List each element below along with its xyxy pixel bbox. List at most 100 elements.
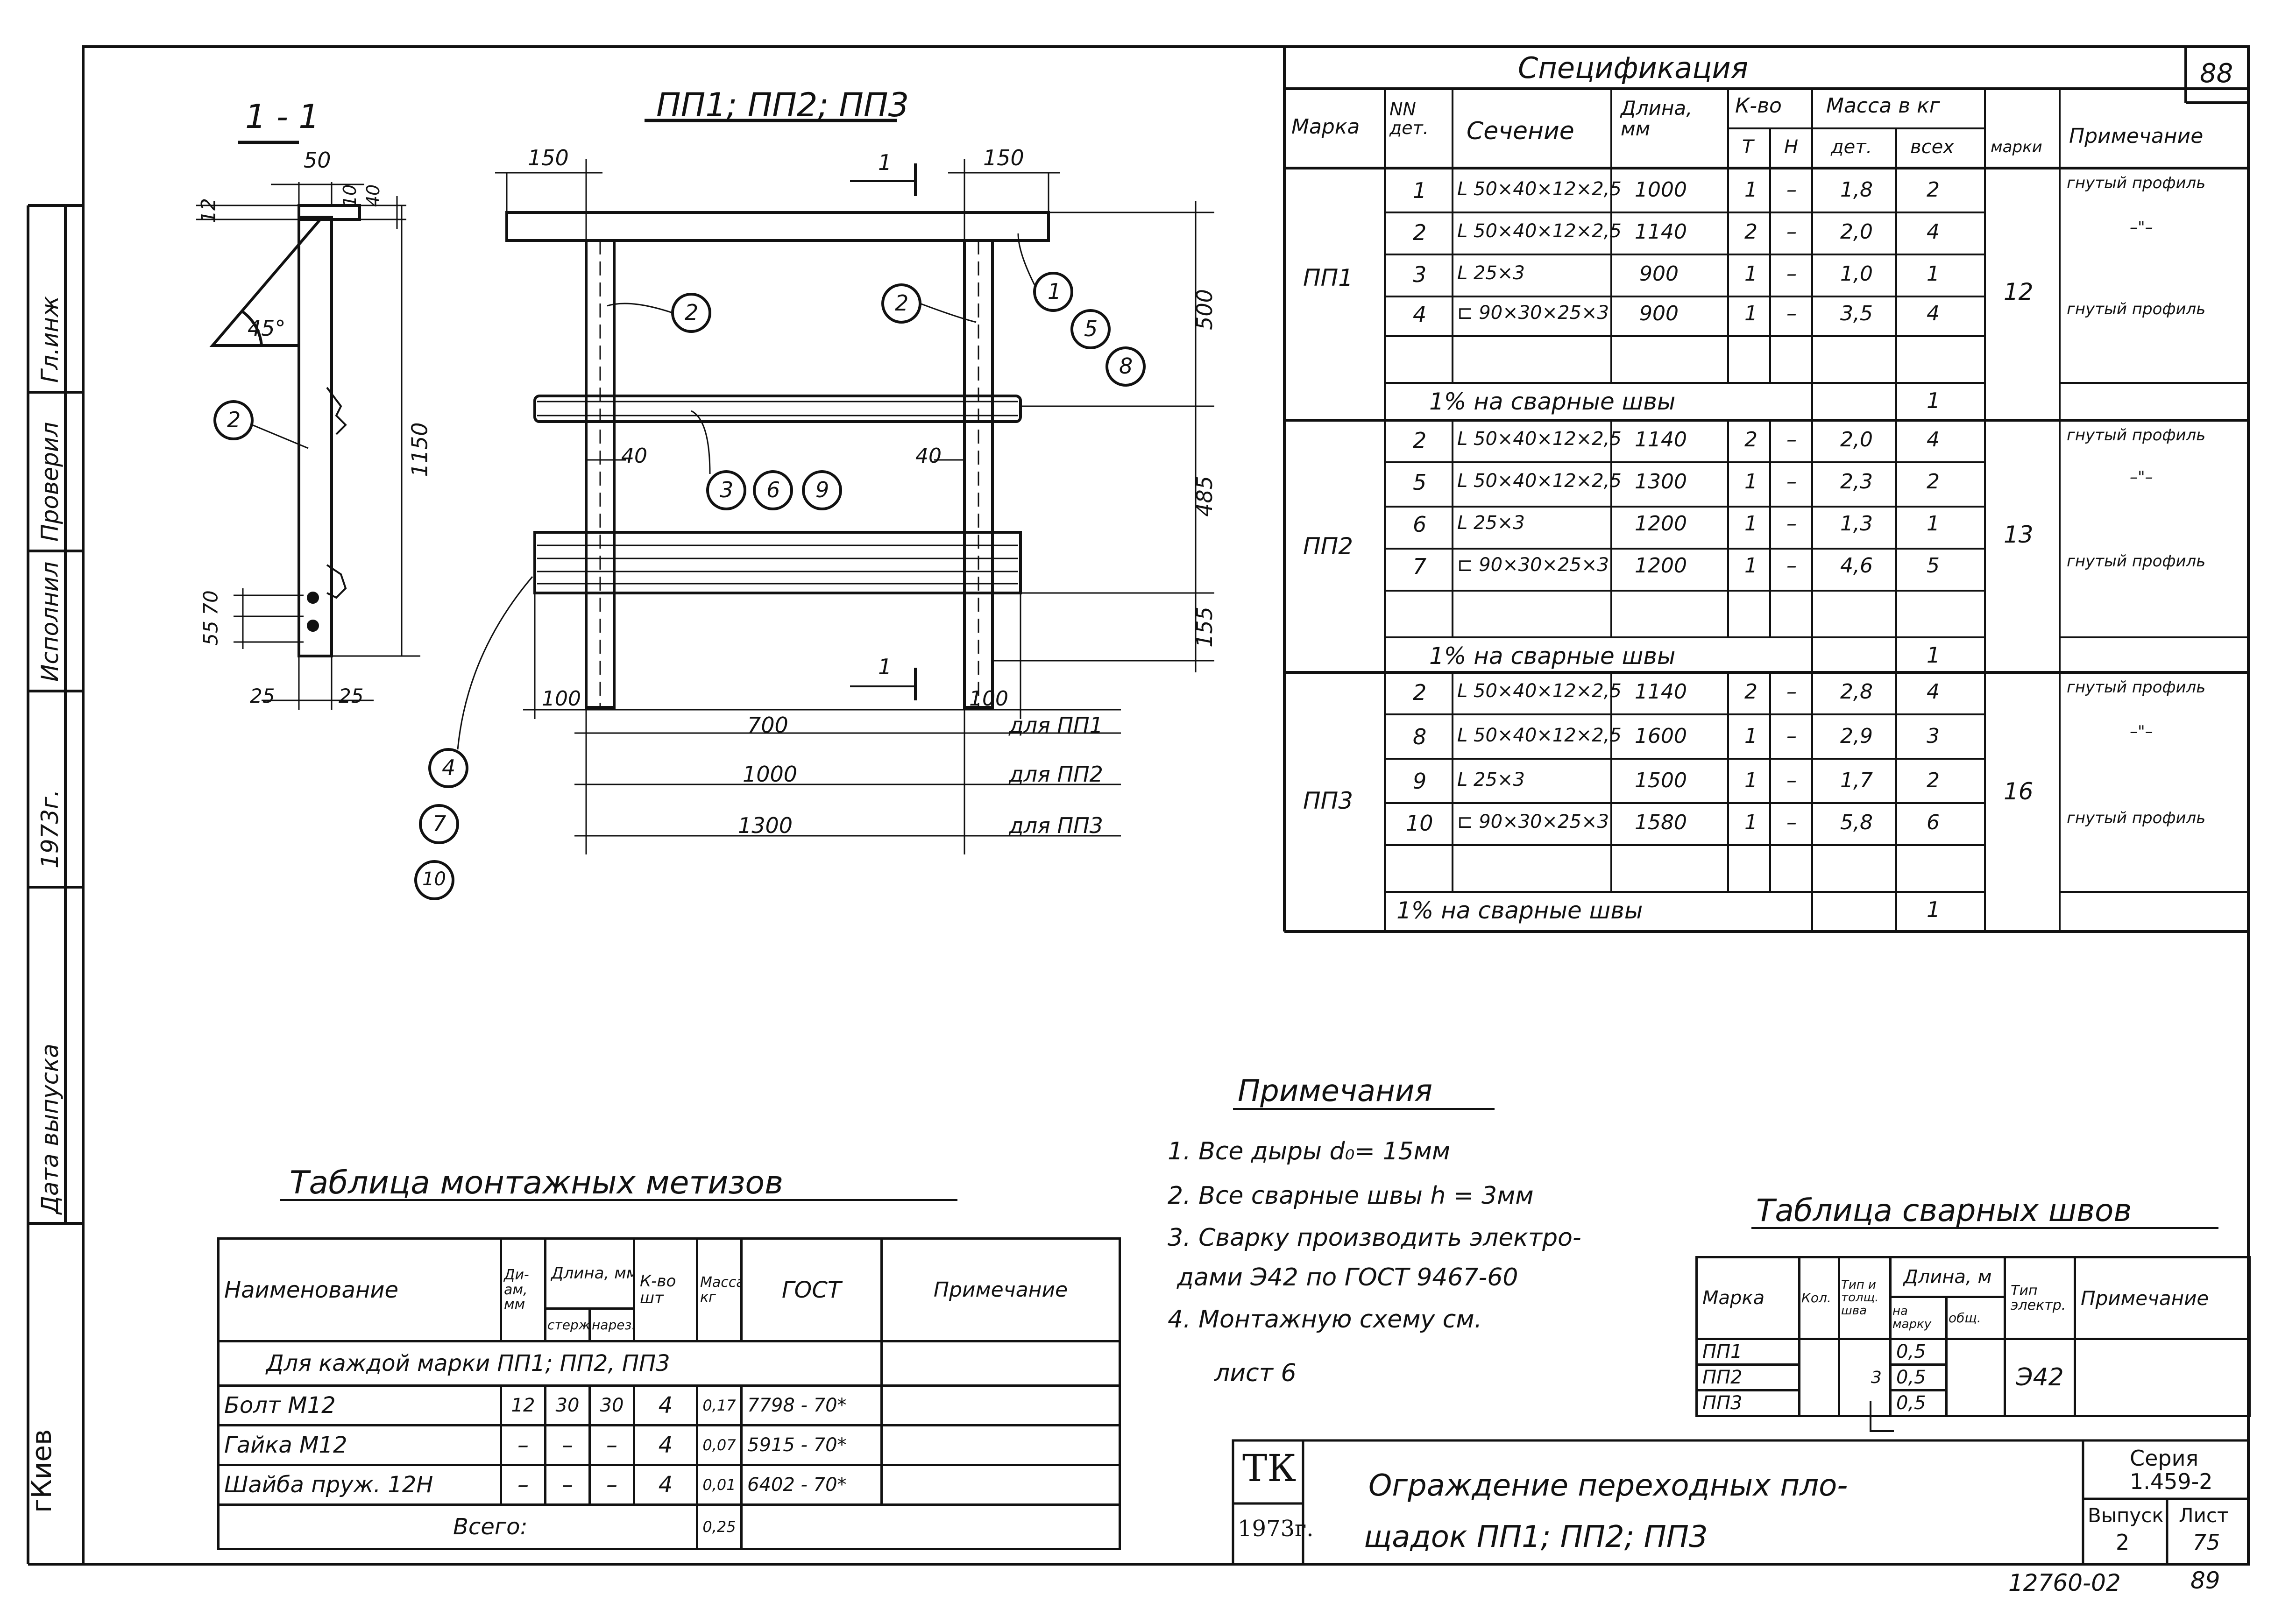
dim-40-right: 40 <box>915 444 942 468</box>
spec-g2-r3-det: 1,3 <box>1840 512 1873 536</box>
length-1300-label: для ПП3 <box>1009 813 1103 838</box>
stamp-year: 1973г. <box>1238 1516 1314 1542</box>
welds-h-qty: Кол. <box>1798 1256 1840 1340</box>
spec-h-no: NN дет. <box>1389 99 1429 138</box>
spec-g2-r3-t: 1 <box>1744 512 1757 536</box>
top-rail <box>505 211 1050 242</box>
fasteners-cell: 5915 - 70* <box>740 1424 883 1466</box>
spec-g3-r3-n: – <box>1786 769 1797 792</box>
welds-cell <box>1798 1338 1840 1417</box>
welds-h-note: Примечание <box>2074 1256 2251 1340</box>
spec-h-mark: Марка <box>1291 115 1360 139</box>
elevation-title: ПП1; ПП2; ПП3 <box>656 86 909 124</box>
callout-5: 5 <box>1084 316 1098 341</box>
fasteners-cell: – <box>544 1424 591 1466</box>
callout-10: 10 <box>422 868 446 890</box>
callout-1: 1 <box>1048 279 1062 304</box>
spec-g2-r1-note: гнутый профиль <box>2067 426 2206 445</box>
welds-electrode: Э42 <box>2004 1338 2076 1417</box>
spec-g3-r2-no: 8 <box>1413 724 1427 749</box>
length-700-label: для ПП1 <box>1009 713 1103 738</box>
spec-h-section: Сечение <box>1467 117 1574 145</box>
spec-g2-r3-all: 1 <box>1927 512 1940 536</box>
spec-g2-r2-len: 1300 <box>1635 470 1687 494</box>
welds-cell: ПП2 <box>1695 1363 1800 1391</box>
stamp-issue-label: Выпуск <box>2088 1504 2164 1527</box>
spec-g3-r2-t: 1 <box>1744 724 1757 748</box>
fasteners-h-dia: Ди-ам, мм <box>500 1237 546 1342</box>
fasteners-subheader: Для каждой марки ПП1; ПП2, ПП3 <box>217 1340 883 1387</box>
spec-g1-r2-no: 2 <box>1413 220 1427 245</box>
dim-155: 155 <box>1191 607 1217 648</box>
dim-500: 500 <box>1191 289 1217 330</box>
fasteners-cell: 0,01 <box>696 1464 743 1506</box>
footer-code: 12760-02 <box>2008 1569 2121 1596</box>
spec-g2-r3-n: – <box>1786 512 1797 536</box>
dim-70: 70 <box>199 590 222 615</box>
spec-g1-r2-det: 2,0 <box>1840 220 1873 244</box>
spec-g2-r3-sec: L 25×3 <box>1457 512 1525 534</box>
spec-g3-r1-no: 2 <box>1413 680 1427 705</box>
spec-g1-r1-det: 1,8 <box>1840 178 1873 202</box>
note-1: 1. Все дыры d₀= 15мм <box>1168 1137 1451 1165</box>
spec-g1-r3-sec: L 25×3 <box>1457 262 1525 284</box>
welds-cell: 0,5 <box>1889 1389 1948 1417</box>
callout-2-section <box>213 400 254 440</box>
dim-25-right: 25 <box>339 685 364 707</box>
cut-1-top: 1 <box>878 150 892 175</box>
stamp-series: 1.459-2 <box>2130 1469 2213 1494</box>
spec-g1-r1-all: 2 <box>1927 178 1940 202</box>
welds-h-per: на марку <box>1889 1296 1948 1340</box>
spec-g1-r3-all: 1 <box>1927 262 1940 286</box>
welds-h-tot: общ. <box>1945 1296 2006 1340</box>
spec-g2-r2-t: 1 <box>1744 470 1757 494</box>
fasteners-cell <box>880 1384 1121 1426</box>
fasteners-cell: 4 <box>633 1464 698 1506</box>
spec-h-length: Длина, мм <box>1621 97 1693 141</box>
callout-8: 8 <box>1119 353 1133 379</box>
spec-g2-r4-len: 1200 <box>1635 554 1687 578</box>
stamp-sheet: 75 <box>2193 1530 2220 1555</box>
fasteners-cell: – <box>588 1464 635 1506</box>
fasteners-cell: 30 <box>588 1384 635 1426</box>
spec-g1-r2-note: –"– <box>2130 218 2153 237</box>
fasteners-title: Таблица монтажных метизов <box>290 1164 784 1201</box>
length-700: 700 <box>747 713 788 738</box>
spec-g1-r4-t: 1 <box>1744 302 1757 325</box>
release-date-label: Дата выпуска <box>36 1044 64 1214</box>
spec-g2-r1-sec: L 50×40×12×2,5 <box>1457 428 1622 450</box>
year-label: 1973г. <box>36 789 64 868</box>
fasteners-cell <box>880 1464 1121 1506</box>
spec-g1-r2-t: 2 <box>1744 220 1757 244</box>
spec-h-det: дет. <box>1831 136 1872 158</box>
spec-h-qty: К-во <box>1735 94 1782 118</box>
spec-g2-r4-n: – <box>1786 554 1797 578</box>
dim-100-left: 100 <box>542 687 581 711</box>
callout-2-left: 2 <box>685 300 699 325</box>
welds-h-type: Тип и толщ. шва <box>1838 1256 1892 1340</box>
fasteners-h-rod: стерж. <box>544 1307 591 1342</box>
welds-h-el: Тип электр. <box>2004 1256 2076 1340</box>
spec-g2-r1-t: 2 <box>1744 428 1757 452</box>
spec-g3-r1-t: 2 <box>1744 680 1757 704</box>
length-1000-label: для ПП2 <box>1009 762 1103 787</box>
spec-g3-r2-note: –"– <box>2130 722 2153 741</box>
spec-g1-r1-no: 1 <box>1413 178 1427 203</box>
fasteners-cell: – <box>544 1464 591 1506</box>
spec-g2-r1-no: 2 <box>1413 428 1427 453</box>
spec-h-marka: марки <box>1991 138 2042 156</box>
length-1000: 1000 <box>743 762 798 787</box>
fasteners-h-qty: К-во шт <box>633 1237 698 1342</box>
notes-title: Примечания <box>1238 1074 1432 1108</box>
spec-g3-r4-no: 10 <box>1406 811 1433 836</box>
dim-485: 485 <box>1191 476 1217 517</box>
spec-g2-r4-all: 5 <box>1927 554 1940 578</box>
strip-label-3: Гл.инж <box>36 296 64 383</box>
spec-g3-r2-n: – <box>1786 724 1797 748</box>
spec-g1-r4-no: 4 <box>1413 302 1427 327</box>
callout-2-section-label: 2 <box>227 407 241 432</box>
spec-g1-r3-len: 900 <box>1639 262 1679 286</box>
fasteners-cell: 4 <box>633 1384 698 1426</box>
spec-h-mass: Масса в кг <box>1826 94 1940 118</box>
callout-9: 9 <box>815 477 829 502</box>
